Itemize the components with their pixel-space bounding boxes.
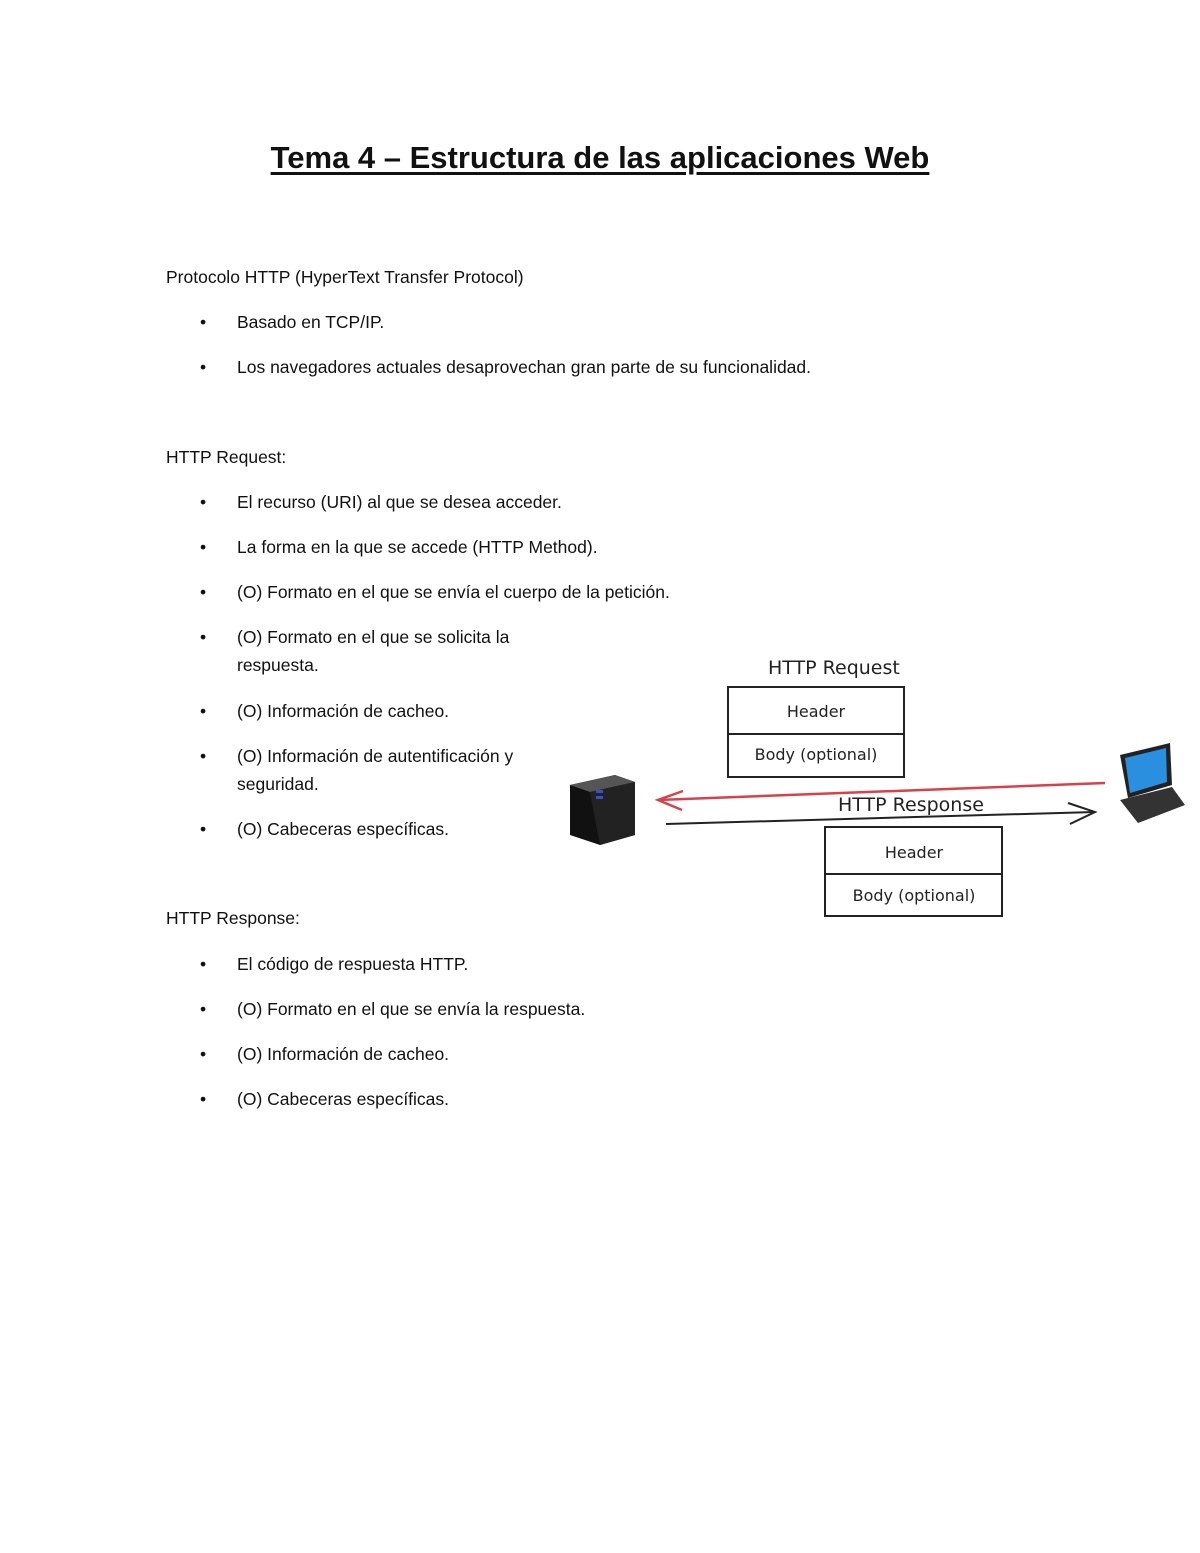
bullet: • [200, 492, 207, 512]
list-item: •(O) Formato en el que se envía la respu… [200, 995, 585, 1023]
request-header: Header [787, 702, 846, 721]
list-item: •(O) Información de cacheo. [200, 697, 449, 725]
response-box [824, 826, 1003, 917]
response-label: HTTP Response [838, 794, 984, 816]
list-item: •Los navegadores actuales desaprovechan … [200, 353, 811, 381]
bullet: • [200, 1044, 207, 1064]
section-heading-request: HTTP Request: [166, 447, 287, 467]
request-box [727, 686, 905, 778]
bullet: • [200, 819, 207, 839]
request-label: HTTP Request [768, 657, 900, 679]
bullet: • [200, 701, 207, 721]
bullet: • [200, 312, 207, 332]
list-item: •El recurso (URI) al que se desea accede… [200, 488, 562, 516]
page-title: Tema 4 – Estructura de las aplicaciones … [270, 140, 930, 175]
list-item: •(O) Formato en el que se envía el cuerp… [200, 578, 670, 606]
list-item: •Basado en TCP/IP. [200, 308, 384, 336]
list-item: •(O) Formato en el que se solicita la re… [200, 623, 557, 679]
laptop-icon [1120, 743, 1185, 823]
request-body: Body (optional) [755, 745, 878, 764]
bullet: • [200, 627, 207, 647]
http-diagram: HTTP Request Header Body (optional) HTTP… [570, 657, 1185, 917]
list-item: •(O) Cabeceras específicas. [200, 815, 449, 843]
list-item: •(O) Información de autentificación y se… [200, 742, 557, 798]
server-icon [570, 775, 635, 845]
bullet: • [200, 746, 207, 766]
bullet: • [200, 582, 207, 602]
list-item: •(O) Cabeceras específicas. [200, 1085, 449, 1113]
bullet: • [200, 999, 207, 1019]
response-header: Header [885, 843, 944, 862]
list-item: •(O) Información de cacheo. [200, 1040, 449, 1068]
section-heading-response: HTTP Response: [166, 908, 300, 928]
bullet: • [200, 537, 207, 557]
list-item: •El código de respuesta HTTP. [200, 950, 468, 978]
bullet: • [200, 357, 207, 377]
bullet: • [200, 1089, 207, 1109]
section-heading-http: Protocolo HTTP (HyperText Transfer Proto… [166, 267, 524, 287]
bullet: • [200, 954, 207, 974]
response-arrow [665, 802, 1098, 825]
response-body: Body (optional) [853, 886, 976, 905]
request-arrow [654, 781, 1106, 812]
list-item: •La forma en la que se accede (HTTP Meth… [200, 533, 598, 561]
